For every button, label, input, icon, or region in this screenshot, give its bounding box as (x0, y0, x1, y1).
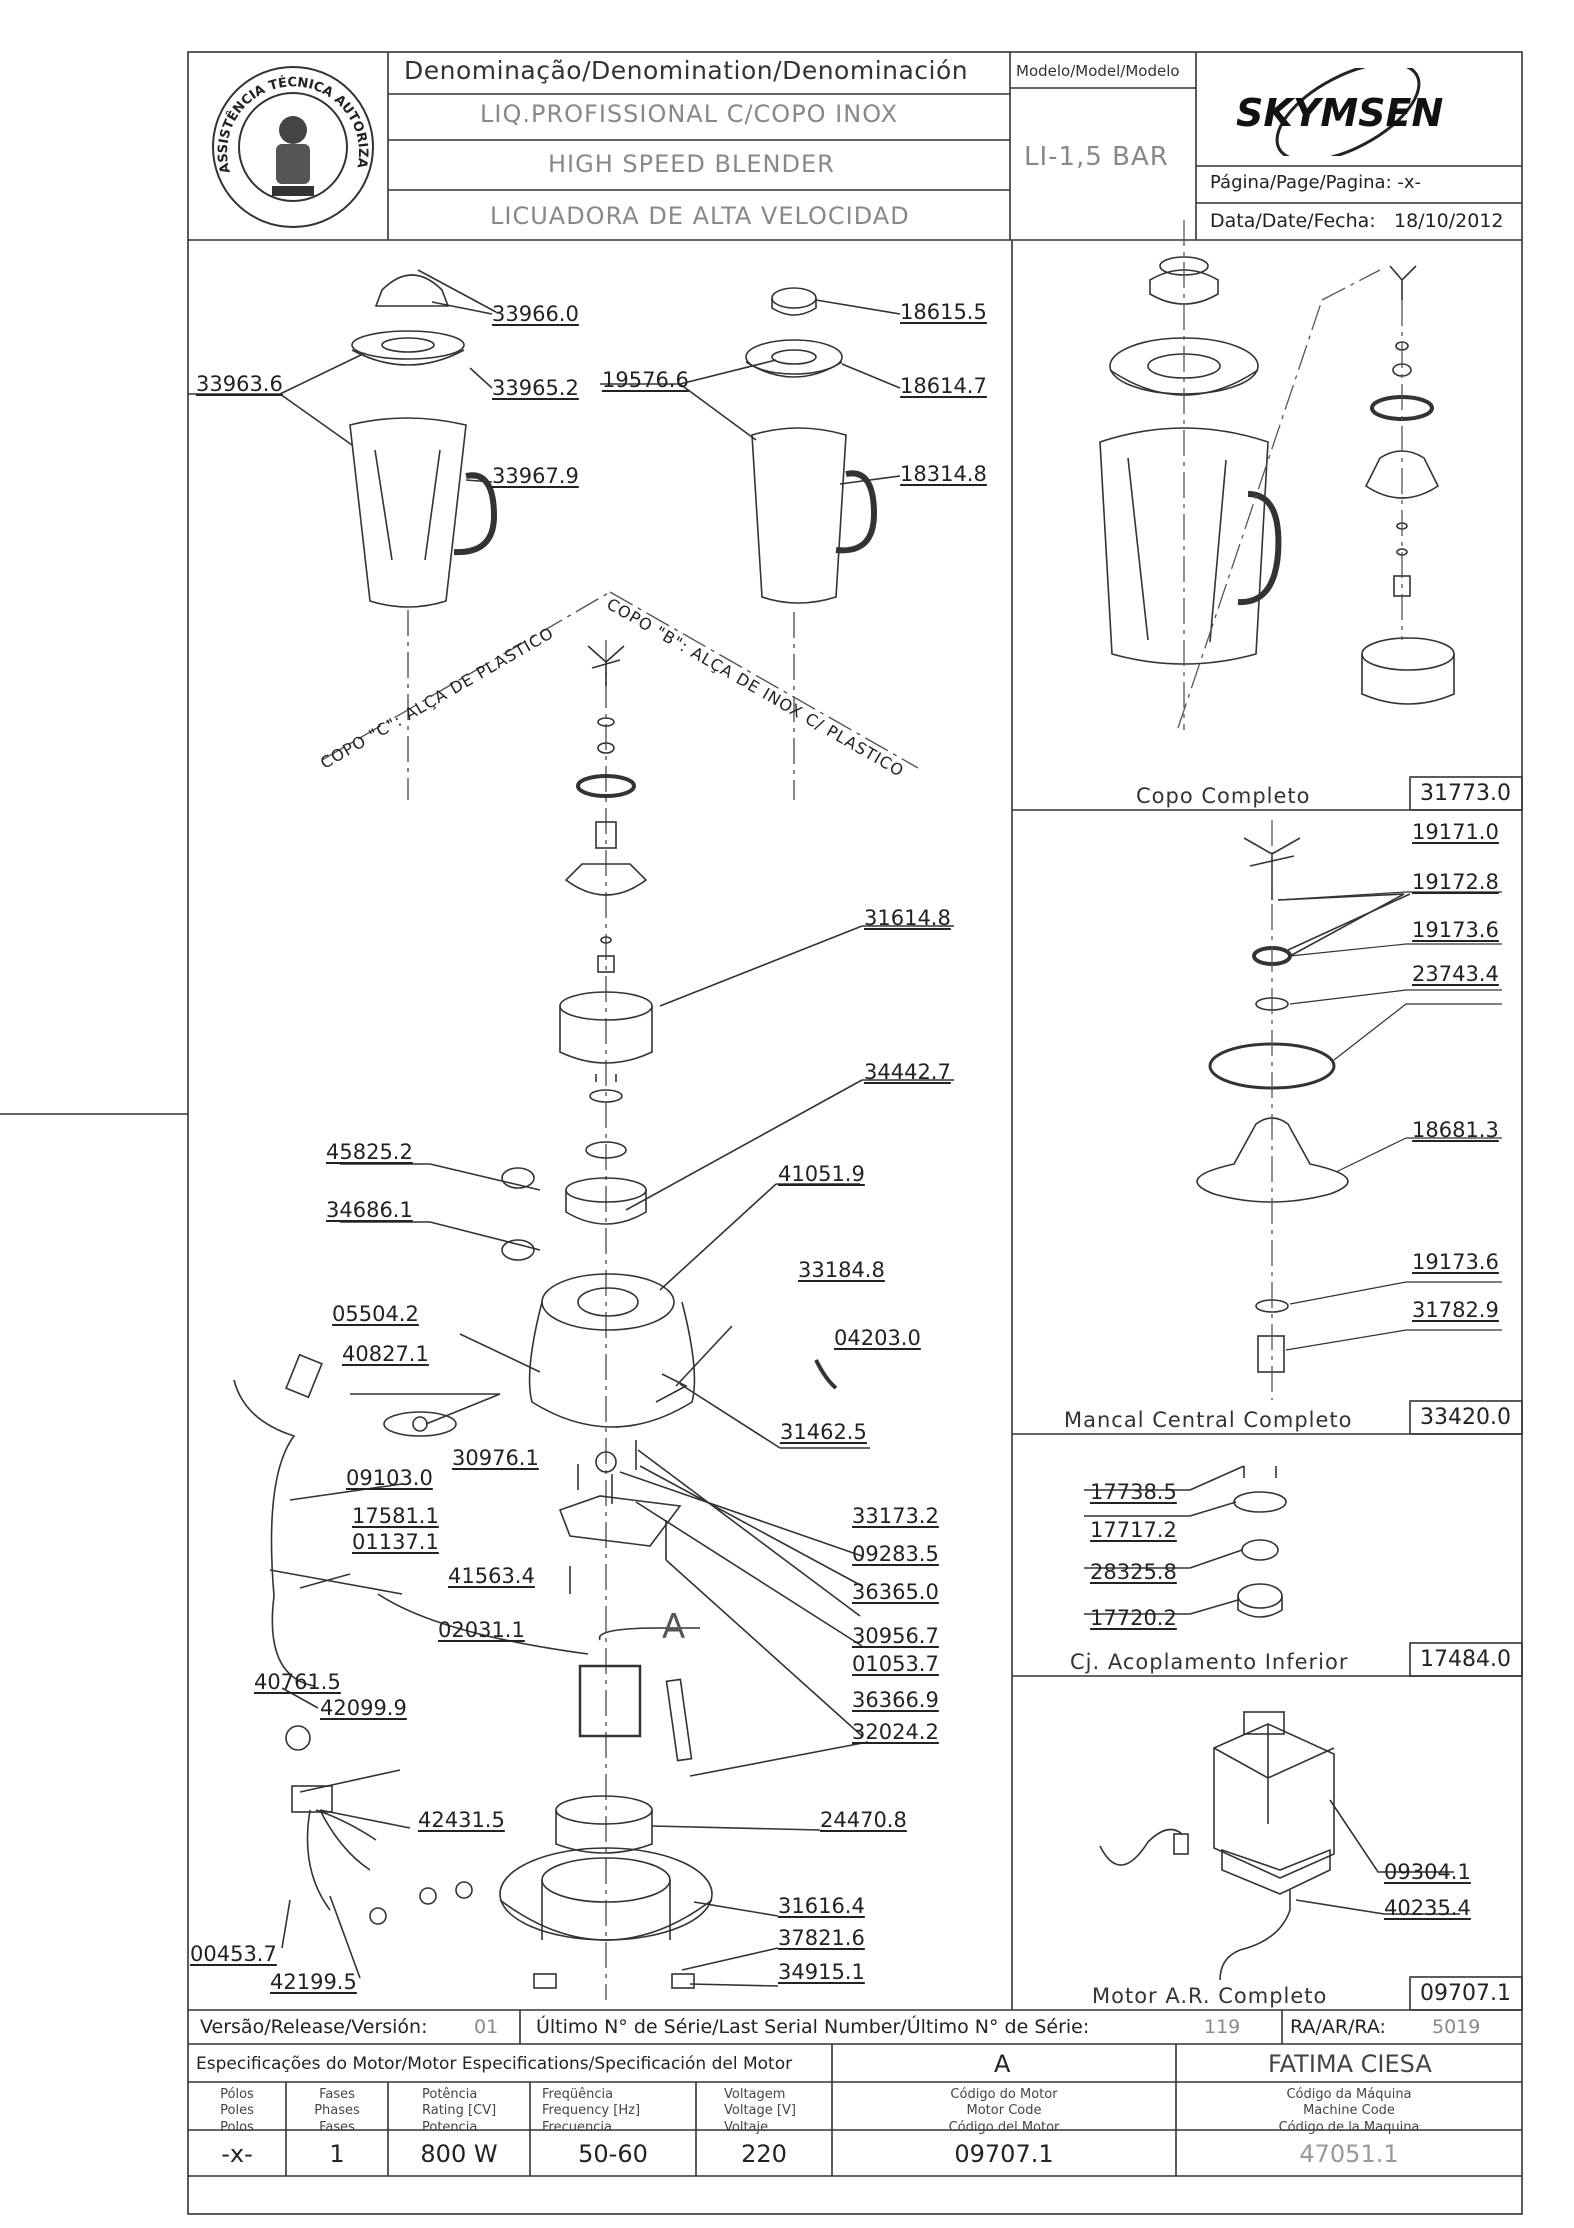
page-label: Página/Page/Pagina: -x- (1210, 172, 1422, 193)
col-poles: Pólos Poles Polos (220, 2087, 254, 2135)
part-31614: 31614.8 (864, 906, 951, 930)
part-45825: 45825.2 (326, 1140, 413, 1164)
authorized-service-seal-icon: ASSISTÊNCIA TÉCNICA AUTORIZADA (208, 62, 374, 228)
part-19576: 19576.6 (602, 368, 689, 392)
part-33967: 33967.9 (492, 464, 579, 488)
serial-label: Último N° de Série/Last Serial Number/Úl… (536, 2016, 1090, 2038)
acoplamento-caption: Cj. Acoplamento Inferior (1070, 1650, 1349, 1674)
part-02031: 02031.1 (438, 1618, 525, 1642)
acoplamento-part-2: 17717.2 (1090, 1518, 1177, 1542)
part-17581: 17581.1 (352, 1504, 439, 1528)
acoplamento-part-1: 17738.5 (1090, 1480, 1177, 1504)
motor-part-2: 40235.4 (1384, 1896, 1471, 1920)
part-42099: 42099.9 (320, 1696, 407, 1720)
acoplamento-part-3: 28325.8 (1090, 1560, 1177, 1584)
part-34915: 34915.1 (778, 1960, 865, 1984)
part-01053: 01053.7 (852, 1652, 939, 1676)
mancal-part-5: 18681.3 (1412, 1118, 1499, 1142)
part-36366: 36366.9 (852, 1688, 939, 1712)
mancal-code: 33420.0 (1420, 1405, 1511, 1430)
part-34686: 34686.1 (326, 1198, 413, 1222)
copo-completo-code: 31773.0 (1420, 781, 1511, 806)
part-33173: 33173.2 (852, 1504, 939, 1528)
col-power: Potência Rating [CV] Potencia (422, 2087, 497, 2135)
mancal-part-3: 19173.6 (1412, 918, 1499, 942)
part-30976: 30976.1 (452, 1446, 539, 1470)
ra-label: RA/AR/RA: (1290, 2016, 1386, 2038)
mancal-part-6: 19173.6 (1412, 1250, 1499, 1274)
col-phases: Fases Phases Fases (314, 2087, 360, 2135)
val-voltage: 220 (741, 2140, 787, 2168)
part-09103: 09103.0 (346, 1466, 433, 1490)
acoplamento-code: 17484.0 (1420, 1647, 1511, 1672)
part-33965: 33965.2 (492, 376, 579, 400)
col-motor-code: Código do Motor Motor Code Código del Mo… (948, 2087, 1060, 2135)
part-33184: 33184.8 (798, 1258, 885, 1282)
part-42431: 42431.5 (418, 1808, 505, 1832)
val-power: 800 W (420, 2140, 498, 2168)
mancal-part-4: 23743.4 (1412, 962, 1499, 986)
detail-a-label: A (662, 1607, 686, 1647)
val-poles: -x- (221, 2140, 253, 2168)
part-30956: 30956.7 (852, 1624, 939, 1648)
part-41563: 41563.4 (448, 1564, 535, 1588)
col-freq: Freqüência Frequency [Hz] Frecuencia (542, 2087, 641, 2135)
part-18615: 18615.5 (900, 300, 987, 324)
part-09283: 09283.5 (852, 1542, 939, 1566)
part-01137: 01137.1 (352, 1530, 439, 1554)
part-05504: 05504.2 (332, 1302, 419, 1326)
part-33963: 33963.6 (196, 372, 283, 396)
part-41051: 41051.9 (778, 1162, 865, 1186)
part-34442: 34442.7 (864, 1060, 951, 1084)
date-value: 18/10/2012 (1394, 210, 1504, 232)
spec-a: A (994, 2050, 1011, 2078)
machine-name: FATIMA CIESA (1268, 2050, 1432, 2078)
spec-title: Especificações do Motor/Motor Especifica… (196, 2054, 793, 2074)
part-37821: 37821.6 (778, 1926, 865, 1950)
part-00453: 00453.7 (190, 1942, 277, 1966)
motor-caption: Motor A.R. Completo (1092, 1984, 1328, 2008)
acoplamento-part-4: 17720.2 (1090, 1606, 1177, 1630)
ra-value: 5019 (1432, 2016, 1481, 2038)
part-04203: 04203.0 (834, 1326, 921, 1350)
product-name-en: HIGH SPEED BLENDER (548, 150, 835, 178)
part-18614: 18614.7 (900, 374, 987, 398)
part-31462: 31462.5 (780, 1420, 867, 1444)
mancal-caption: Mancal Central Completo (1064, 1408, 1353, 1432)
version-value: 01 (474, 2016, 499, 2038)
part-40761: 40761.5 (254, 1670, 341, 1694)
part-32024: 32024.2 (852, 1720, 939, 1744)
part-31616: 31616.4 (778, 1894, 865, 1918)
skymsen-logo-icon: SKYMSEN (1236, 68, 1443, 156)
part-24470: 24470.8 (820, 1808, 907, 1832)
version-label: Versão/Release/Versión: (200, 2016, 428, 2038)
val-freq: 50-60 (578, 2140, 648, 2168)
product-name-es: LICUADORA DE ALTA VELOCIDAD (490, 202, 910, 230)
date-label: Data/Date/Fecha: (1210, 210, 1376, 232)
denomination-title: Denominação/Denomination/Denominación (404, 56, 969, 85)
motor-part-1: 09304.1 (1384, 1860, 1471, 1884)
motor-code: 09707.1 (1420, 1981, 1511, 2006)
val-motor-code: 09707.1 (954, 2140, 1054, 2168)
part-36365: 36365.0 (852, 1580, 939, 1604)
val-machine-code: 47051.1 (1299, 2140, 1399, 2168)
product-name-pt: LIQ.PROFISSIONAL C/COPO INOX (480, 100, 899, 128)
part-33966: 33966.0 (492, 302, 579, 326)
mancal-part-1: 19171.0 (1412, 820, 1499, 844)
mancal-part-7: 31782.9 (1412, 1298, 1499, 1322)
serial-value: 119 (1204, 2016, 1241, 2038)
model-title: Modelo/Model/Modelo (1016, 62, 1180, 80)
col-machine-code: Código da Máquina Machine Code Código de… (1278, 2087, 1420, 2135)
val-phases: 1 (329, 2140, 345, 2168)
part-40827: 40827.1 (342, 1342, 429, 1366)
part-42199: 42199.5 (270, 1970, 357, 1994)
mancal-part-2: 19172.8 (1412, 870, 1499, 894)
part-18314: 18314.8 (900, 462, 987, 486)
svg-text:SKYMSEN: SKYMSEN (1236, 91, 1443, 135)
copo-completo-caption: Copo Completo (1136, 784, 1311, 808)
model-value: LI-1,5 BAR (1024, 142, 1169, 172)
col-voltage: Voltagem Voltage [V] Voltaje (724, 2087, 796, 2135)
